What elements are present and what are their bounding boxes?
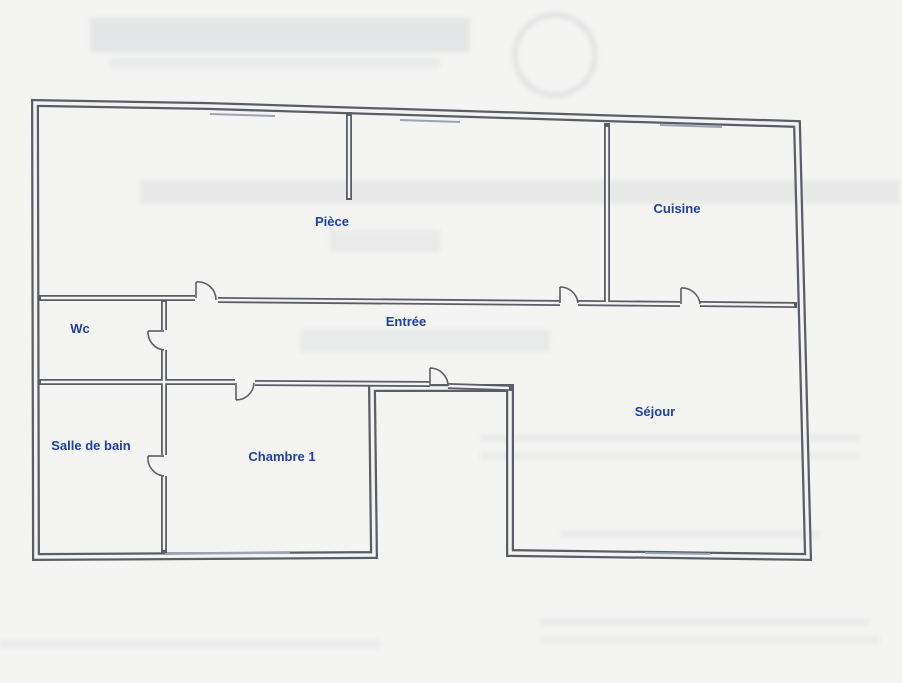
door-wc	[147, 330, 165, 351]
windows	[165, 113, 723, 555]
room-label-piece: Pièce	[315, 214, 349, 229]
room-label-wc: Wc	[70, 321, 90, 336]
door-piece-entree	[195, 281, 217, 301]
doors	[147, 281, 701, 477]
outer-walls	[30, 98, 813, 562]
door-cuisine	[680, 287, 701, 305]
room-label-chambre-1: Chambre 1	[248, 449, 315, 464]
door-sejour	[429, 367, 449, 387]
room-labels: Pièce Cuisine Entrée Wc Salle de bain Ch…	[51, 201, 700, 464]
door-entree-sejour-top	[559, 286, 579, 304]
room-label-salle-de-bain: Salle de bain	[51, 438, 131, 453]
background-watermark	[0, 12, 900, 648]
door-salle-de-bain	[147, 455, 165, 477]
door-chambre	[235, 382, 255, 401]
room-label-sejour: Séjour	[635, 404, 675, 419]
interior-walls	[38, 112, 798, 553]
room-label-entree: Entrée	[386, 314, 426, 329]
room-label-cuisine: Cuisine	[654, 201, 701, 216]
